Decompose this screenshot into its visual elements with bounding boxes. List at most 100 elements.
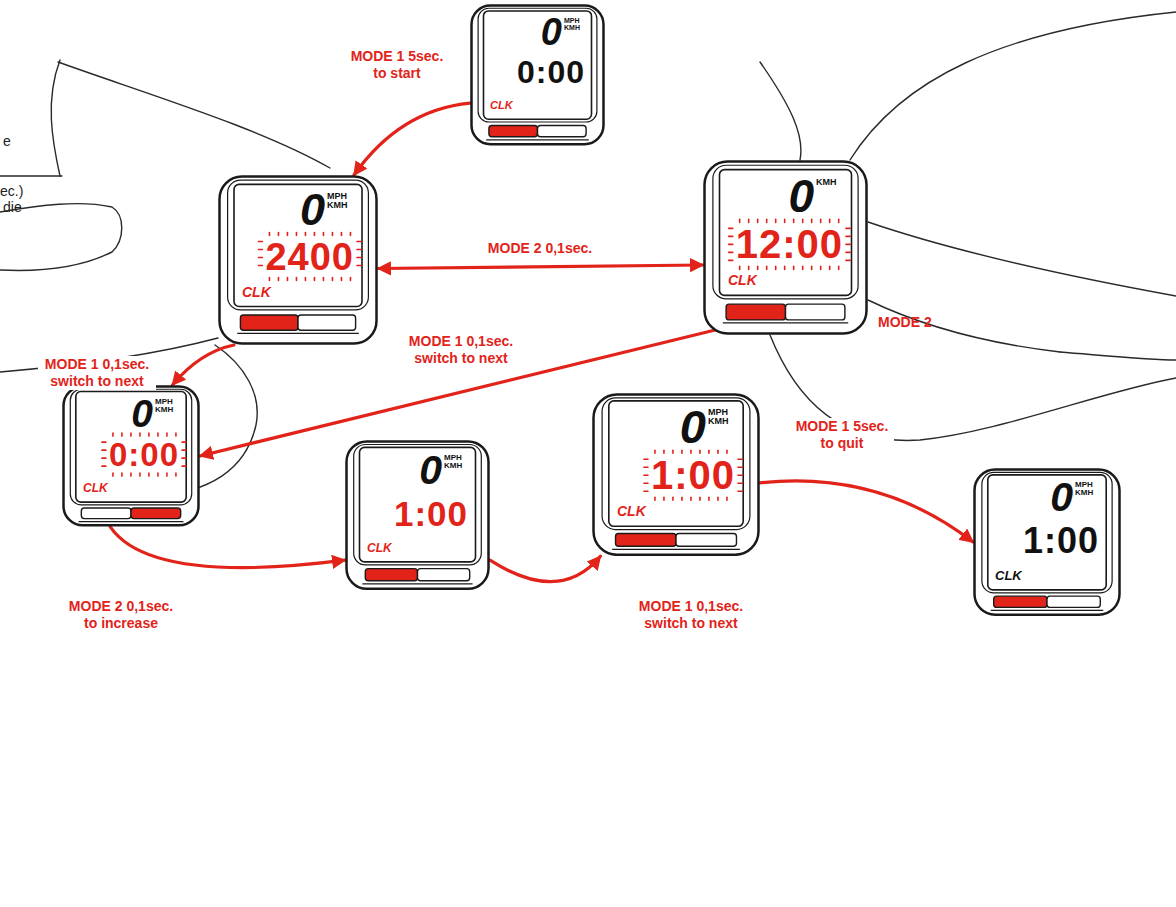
label-row: CLK [242, 283, 354, 301]
mode2-button [538, 125, 587, 136]
speed-row: 0MPH KMH [242, 190, 354, 231]
button-base [486, 139, 589, 140]
blink-tick [748, 219, 750, 222]
clock-digits: 0:00 [109, 438, 179, 471]
arrow-connector [378, 265, 703, 269]
mode1-button [994, 596, 1047, 607]
blink-tick [258, 265, 262, 267]
speed-row: 0MPH KMH [83, 396, 179, 431]
blink-tick [287, 233, 289, 236]
blink-tick [148, 473, 150, 476]
label-row: CLK [995, 566, 1099, 584]
lcd-screen: 0MPH KMH0:00CLK [62, 385, 200, 496]
blink-tick [726, 450, 728, 453]
blink-tick [148, 433, 150, 436]
device-bezel [70, 389, 191, 505]
blink-tick [690, 497, 692, 500]
time-row: 1:00 [617, 455, 735, 495]
blink-tick [775, 219, 777, 222]
lcd-frame [609, 401, 743, 526]
button-label: MODE 2 [878, 314, 932, 330]
device-housing [347, 441, 489, 588]
blink-tick [341, 233, 343, 236]
blink-tick [738, 474, 742, 476]
blink-tick [350, 278, 352, 281]
mode-indicator: CLK [728, 273, 757, 287]
blink-tick [738, 466, 742, 468]
mode-indicator: CLK [242, 285, 271, 299]
button-base [991, 610, 1103, 611]
blink-tick [102, 465, 106, 467]
cropped-text: ec.) [0, 183, 23, 199]
blink-tick [663, 450, 665, 453]
device-bezel [602, 398, 750, 530]
blink-tick [182, 457, 186, 459]
clock-digits: 12:00 [736, 224, 843, 264]
blink-tick [829, 266, 831, 269]
clock-digits: 1:00 [394, 496, 468, 531]
blink-tick [112, 433, 114, 436]
blink-tick [838, 219, 840, 222]
device-housing [64, 386, 199, 525]
lcd-frame [234, 184, 362, 306]
lcd-screen: 0MPH KMH1:00CLK [973, 468, 1121, 584]
speed-digit: 0 [680, 406, 706, 448]
lcd-frame [720, 170, 852, 296]
lcd-frame [484, 11, 592, 119]
unit-text: MPH KMH [564, 17, 585, 31]
speed-row: 0KMH [728, 176, 843, 217]
blink-tick [846, 228, 850, 230]
blink-tick [729, 236, 733, 238]
speed-row: 0MPH KMH [617, 406, 735, 448]
blink-tick [681, 450, 683, 453]
unit-text: MPH KMH [327, 192, 354, 210]
blink-tick [690, 450, 692, 453]
cropped-text: e [3, 133, 11, 149]
blink-tick [793, 266, 795, 269]
blink-tick [182, 441, 186, 443]
lcd-frame [76, 391, 186, 502]
blink-tick [121, 473, 123, 476]
mode2-button [298, 315, 356, 330]
device-bezel [228, 180, 369, 310]
blink-marks [729, 219, 850, 269]
blink-tick [112, 473, 114, 476]
time-row: 1:00 [367, 496, 468, 531]
blink-tick [139, 473, 141, 476]
blink-tick [784, 219, 786, 222]
speed-digit: 0 [131, 396, 153, 431]
blink-tick [793, 219, 795, 222]
blink-tick [102, 449, 106, 451]
speed-row: 0MPH KMH [490, 15, 585, 49]
blink-tick [717, 497, 719, 500]
arrow-connector [354, 103, 470, 175]
blink-tick [766, 219, 768, 222]
blink-tick [766, 266, 768, 269]
device-housing [975, 470, 1120, 615]
blink-tick [681, 497, 683, 500]
blink-tick [258, 249, 262, 251]
blink-tick [130, 433, 132, 436]
bike-computer: 0KMH 12:00CLK [703, 160, 868, 335]
blink-tick [699, 497, 701, 500]
lcd-frame [988, 475, 1106, 590]
blink-tick [323, 278, 325, 281]
mode1-button [240, 315, 298, 330]
blink-tick [846, 244, 850, 246]
blink-tick [811, 219, 813, 222]
unit-text: MPH KMH [155, 398, 179, 414]
blink-tick [811, 266, 813, 269]
blink-tick [663, 497, 665, 500]
arrow-connector [172, 345, 234, 385]
mode1-button [365, 569, 417, 581]
bike-computer: 0MPH KMH0:00CLK [62, 385, 200, 527]
device-bezel [354, 445, 482, 565]
bike-computer: 0MPH KMH0:00CLK [470, 4, 605, 146]
device-bezel [713, 165, 858, 299]
blink-tick [296, 278, 298, 281]
lcd-frame [360, 447, 476, 561]
clock-digits: 2400 [265, 238, 354, 276]
time-row: 1:00 [995, 523, 1099, 559]
mode2-button [786, 304, 845, 320]
device-housing [472, 5, 604, 144]
